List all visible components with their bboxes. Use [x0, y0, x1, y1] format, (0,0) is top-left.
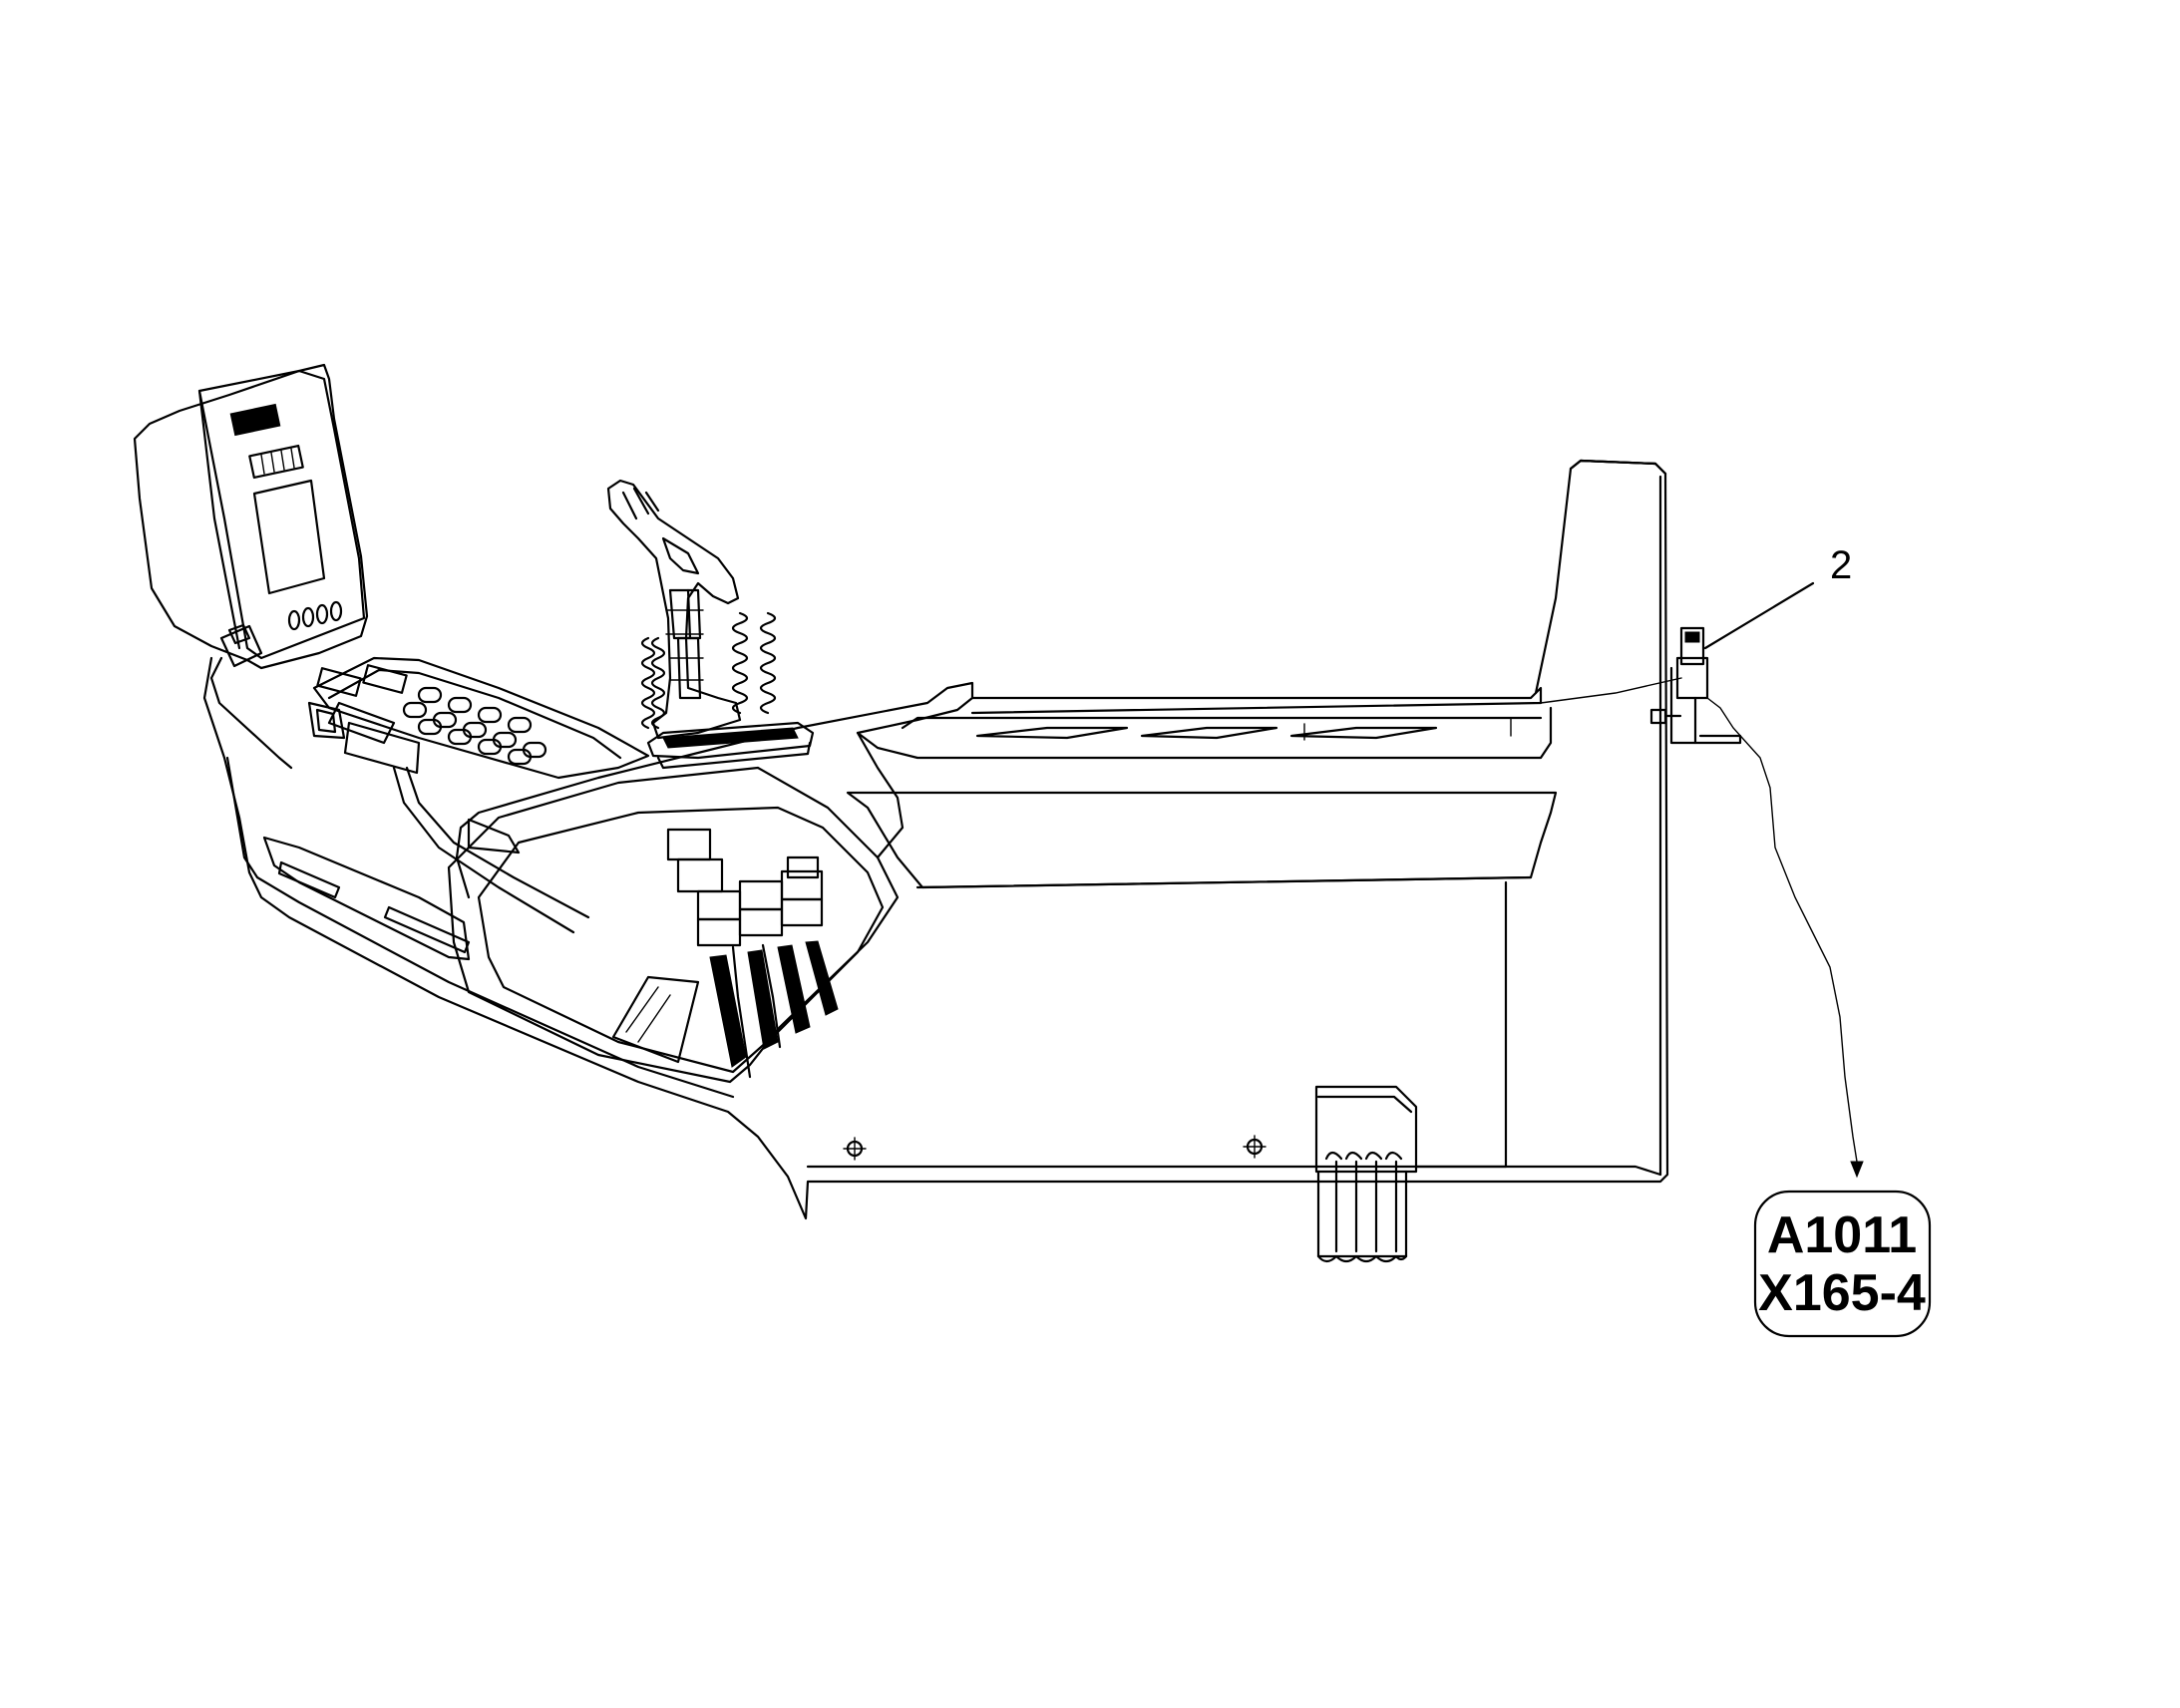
relay-block — [666, 828, 839, 1079]
joystick — [606, 479, 815, 770]
callout-2: 2 — [1703, 543, 1852, 650]
callout-number: 2 — [1830, 543, 1852, 587]
foot-pedal — [1314, 1085, 1418, 1263]
console-body — [202, 459, 1669, 1220]
armrest-tray — [455, 681, 1558, 1169]
switch-component — [1540, 626, 1864, 1179]
connector-id: A1011 — [1767, 1206, 1917, 1264]
mount-hole — [843, 1137, 867, 1161]
console-wall — [1569, 459, 1657, 471]
display-monitor — [133, 363, 369, 770]
keypad-deck — [307, 656, 650, 934]
mount-hole — [1243, 1135, 1267, 1159]
connector-label: A1011 X165-4 — [1753, 1190, 1932, 1338]
connector-pin: X165-4 — [1758, 1264, 1926, 1322]
